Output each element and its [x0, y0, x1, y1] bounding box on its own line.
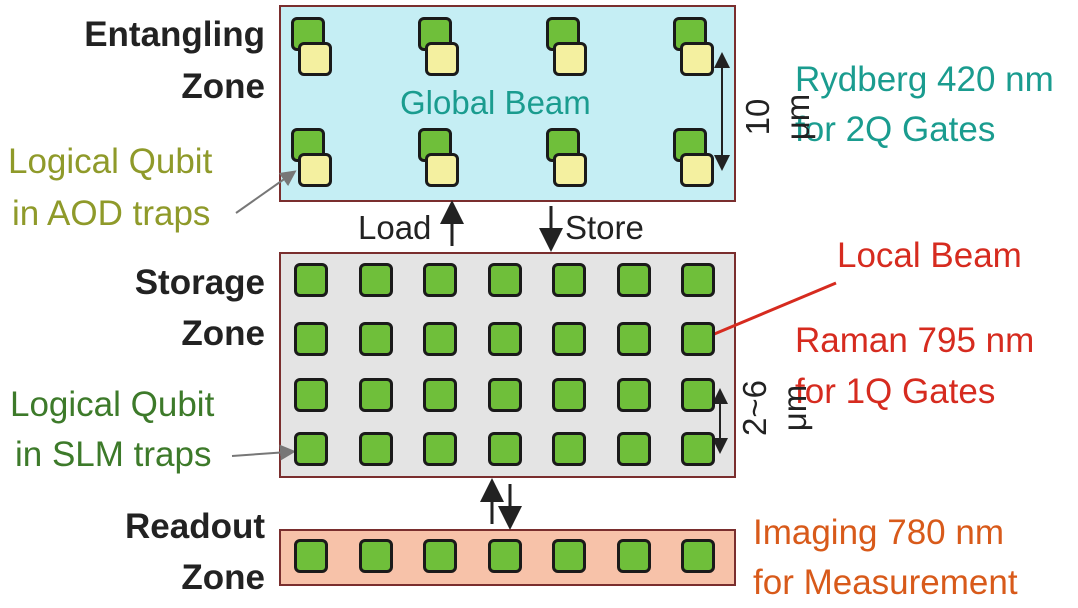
logical-qubit-yellow — [553, 42, 587, 76]
storage-qubit — [681, 263, 715, 297]
raman-note-line2: for 1Q Gates — [795, 372, 996, 411]
logical-qubit-yellow — [298, 42, 332, 76]
storage-qubit — [552, 378, 586, 412]
local-beam-pointer — [699, 281, 837, 342]
aod-note-line1: Logical Qubit — [8, 142, 213, 181]
rydberg-note-line1: Rydberg 420 nm — [795, 60, 1054, 99]
storage-qubit — [552, 322, 586, 356]
storage-qubit — [423, 322, 457, 356]
storage-qubit — [488, 322, 522, 356]
storage-qubit — [294, 322, 328, 356]
storage-zone-subtitle: Zone — [181, 314, 265, 353]
aod-pointer — [235, 170, 297, 214]
storage-qubit — [423, 378, 457, 412]
storage-qubit — [617, 432, 651, 466]
readout-qubit — [552, 539, 586, 573]
entangling-zone-title: Entangling — [84, 15, 265, 54]
storage-qubit — [488, 263, 522, 297]
readout-qubit — [488, 539, 522, 573]
readout-qubit — [359, 539, 393, 573]
imaging-note-line1: Imaging 780 nm — [753, 513, 1004, 552]
storage-qubit — [488, 378, 522, 412]
storage-qubit — [423, 432, 457, 466]
readout-zone-subtitle: Zone — [181, 558, 265, 597]
storage-qubit — [617, 263, 651, 297]
logical-qubit-yellow — [425, 153, 459, 187]
readout-zone-title: Readout — [125, 507, 265, 546]
aod-note-line2: in AOD traps — [12, 194, 211, 233]
storage-qubit — [488, 432, 522, 466]
storage-qubit — [359, 322, 393, 356]
imaging-note-line2: for Measurement — [753, 563, 1018, 602]
storage-qubit — [359, 378, 393, 412]
local-beam-label: Local Beam — [837, 236, 1022, 275]
storage-qubit — [681, 378, 715, 412]
slm-note-line2: in SLM traps — [15, 435, 212, 474]
storage-qubit — [359, 263, 393, 297]
storage-qubit — [294, 378, 328, 412]
storage-qubit — [681, 322, 715, 356]
load-label: Load — [358, 209, 432, 246]
storage-qubit — [617, 322, 651, 356]
readout-qubit — [681, 539, 715, 573]
readout-qubit — [617, 539, 651, 573]
logical-qubit-yellow — [553, 153, 587, 187]
storage-qubit — [359, 432, 393, 466]
logical-qubit-yellow — [680, 42, 714, 76]
entangling-zone-box — [279, 5, 736, 202]
storage-qubit — [617, 378, 651, 412]
storage-qubit — [294, 263, 328, 297]
logical-qubit-yellow — [298, 153, 332, 187]
rydberg-note-line2: for 2Q Gates — [795, 110, 996, 149]
raman-note-line1: Raman 795 nm — [795, 321, 1035, 360]
slm-pointer — [231, 444, 296, 461]
global-beam-label: Global Beam — [400, 84, 591, 121]
readout-qubit — [294, 539, 328, 573]
storage-qubit — [552, 432, 586, 466]
storage-zone-title: Storage — [134, 263, 265, 302]
entangling-zone-subtitle: Zone — [181, 67, 265, 106]
storage-qubit — [552, 263, 586, 297]
readout-qubit — [423, 539, 457, 573]
storage-qubit — [294, 432, 328, 466]
storage-qubit — [423, 263, 457, 297]
logical-qubit-yellow — [680, 153, 714, 187]
slm-note-line1: Logical Qubit — [10, 385, 215, 424]
logical-qubit-yellow — [425, 42, 459, 76]
storage-qubit — [681, 432, 715, 466]
store-label: Store — [565, 209, 644, 246]
